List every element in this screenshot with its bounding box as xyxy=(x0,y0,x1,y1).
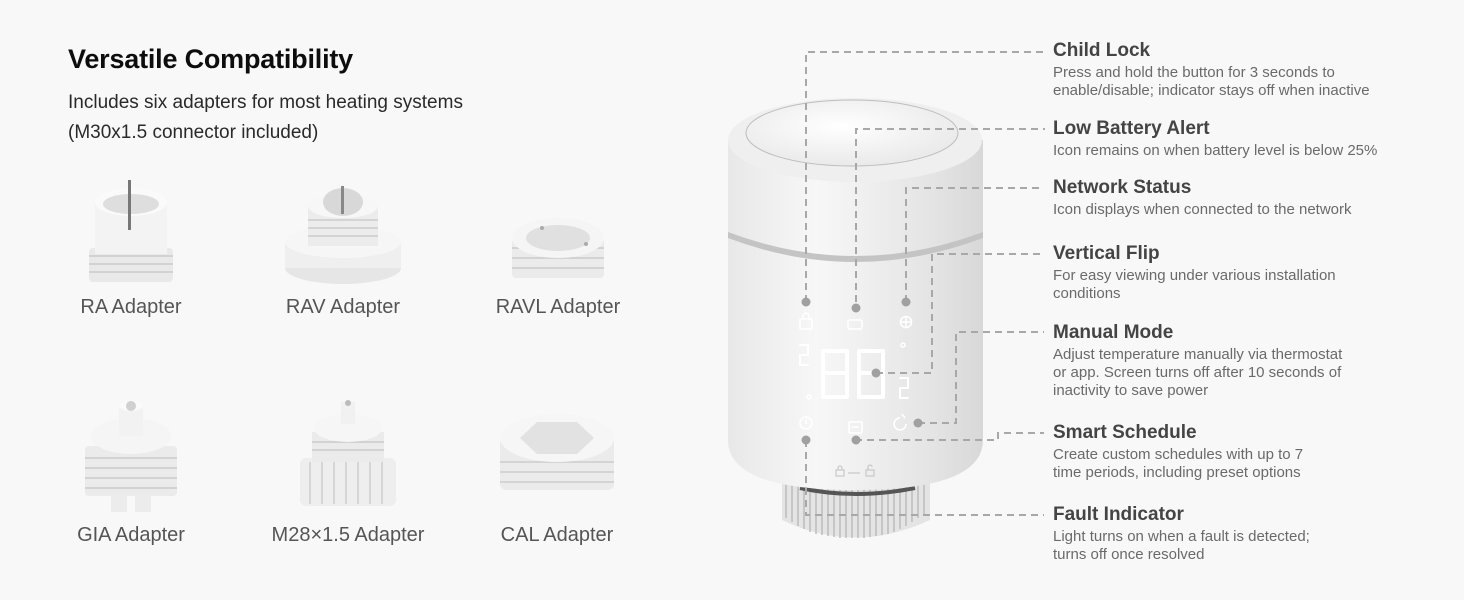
callout-line-manual-mode xyxy=(918,331,1044,424)
adapter-ravl: RAVL Adapter xyxy=(468,176,648,319)
display-icons xyxy=(799,312,913,434)
feature-desc-line: Light turns on when a fault is detected; xyxy=(1053,528,1310,545)
feature-low-battery: Low Battery Alert Icon remains on when b… xyxy=(1053,118,1453,160)
feature-title: Manual Mode xyxy=(1053,322,1174,343)
feature-fault-indicator: Fault Indicator Light turns on when a fa… xyxy=(1053,504,1453,564)
rav-adapter-image xyxy=(285,186,401,284)
globe-icon xyxy=(899,315,913,329)
feature-desc-line: or app. Screen turns off after 10 second… xyxy=(1053,364,1342,381)
feature-child-lock: Child Lock Press and hold the button for… xyxy=(1053,40,1453,100)
adapter-cal: CAL Adapter xyxy=(467,396,647,547)
feature-title: Network Status xyxy=(1053,177,1192,198)
feature-desc-line: Create custom schedules with up to 7 xyxy=(1053,446,1304,463)
callout-line-vertical-flip xyxy=(876,253,1044,374)
adapter-label: RAV Adapter xyxy=(285,296,401,318)
top-button xyxy=(745,99,959,167)
gia-adapter-image xyxy=(85,401,177,512)
feature-title: Vertical Flip xyxy=(1053,243,1160,264)
feature-network-status: Network Status Icon displays when connec… xyxy=(1053,177,1453,219)
feature-desc-line: inactivity to save power xyxy=(1053,382,1209,399)
feature-vertical-flip: Vertical Flip For easy viewing under var… xyxy=(1053,243,1453,303)
subtitle-line-1: Includes six adapters for most heating s… xyxy=(68,92,463,113)
body-seam xyxy=(728,232,983,262)
feature-desc-line: conditions xyxy=(1053,285,1121,302)
knurled-base xyxy=(782,480,930,538)
adapter-m28: M28×1.5 Adapter xyxy=(258,396,438,547)
adapter-ra: RA Adapter xyxy=(41,176,221,319)
feature-desc-line: Adjust temperature manually via thermost… xyxy=(1053,346,1343,363)
feature-desc-line: Icon remains on when battery level is be… xyxy=(1053,142,1378,159)
callout-line-fault xyxy=(805,440,1044,516)
calendar-icon xyxy=(848,421,863,434)
callout-line-child-lock xyxy=(805,51,1048,302)
feature-desc-line: enable/disable; indicator stays off when… xyxy=(1053,82,1370,99)
display-digits xyxy=(799,342,909,400)
adapter-label: GIA Adapter xyxy=(77,524,185,546)
lock-icon xyxy=(799,312,813,330)
feature-title: Smart Schedule xyxy=(1053,422,1197,443)
subtitle-line-2: (M30x1.5 connector included) xyxy=(68,122,319,143)
thermostat-body xyxy=(728,140,983,490)
feature-desc-line: Press and hold the button for 3 seconds … xyxy=(1053,64,1335,81)
feature-title: Child Lock xyxy=(1053,40,1151,61)
feature-desc-line: turns off once resolved xyxy=(1053,546,1205,563)
feature-title: Low Battery Alert xyxy=(1053,118,1210,139)
adapter-gia: GIA Adapter xyxy=(41,396,221,547)
adapter-label: RA Adapter xyxy=(80,296,182,318)
callout-line-network xyxy=(905,187,1044,302)
adapter-rav: RAV Adapter xyxy=(253,176,433,319)
ra-adapter-image xyxy=(89,180,173,282)
adapter-label: CAL Adapter xyxy=(500,524,614,546)
callout-lines xyxy=(805,51,1048,516)
adapter-label: M28×1.5 Adapter xyxy=(271,524,425,546)
battery-icon xyxy=(847,319,863,330)
feature-title: Fault Indicator xyxy=(1053,504,1184,525)
ravl-adapter-image xyxy=(512,218,604,278)
feature-desc-line: time periods, including preset options xyxy=(1053,464,1301,481)
lock-unlock-indicator xyxy=(835,464,875,477)
feature-manual-mode: Manual Mode Adjust temperature manually … xyxy=(1053,322,1453,400)
alert-icon xyxy=(799,416,813,430)
callout-line-low-battery xyxy=(855,128,1045,302)
feature-desc-line: Icon displays when connected to the netw… xyxy=(1053,201,1352,218)
feature-smart-schedule: Smart Schedule Create custom schedules w… xyxy=(1053,422,1453,482)
adapter-label: RAVL Adapter xyxy=(495,296,621,318)
hand-icon xyxy=(893,413,907,431)
callout-dots xyxy=(801,297,923,445)
callout-line-smart-schedule xyxy=(855,432,1044,441)
section-title: Versatile Compatibility xyxy=(68,44,353,74)
cal-adapter-image xyxy=(500,414,614,490)
section-subtitle: Includes six adapters for most heating s… xyxy=(68,88,463,148)
m28-adapter-image xyxy=(300,400,396,506)
feature-desc-line: For easy viewing under various installat… xyxy=(1053,267,1336,284)
